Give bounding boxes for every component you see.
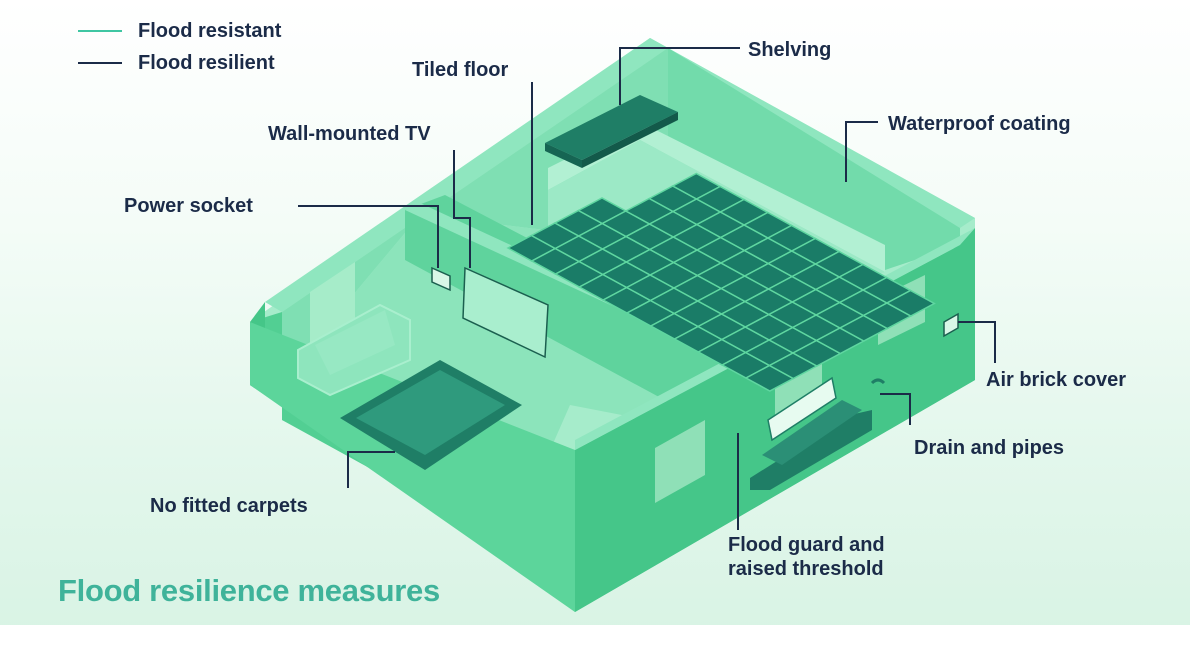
leader-air-brick [958, 321, 996, 363]
legend-label-resilient: Flood resilient [138, 52, 275, 74]
power-socket [431, 266, 451, 292]
label-waterproof-coating: Waterproof coating [888, 113, 1071, 135]
back-wall-top [265, 38, 668, 312]
window-front-1 [655, 420, 705, 503]
shelving-front [545, 143, 582, 168]
shelving-top [545, 95, 678, 160]
drain-pipe [870, 378, 886, 385]
legend-item-resistant: Flood resistant [78, 19, 281, 43]
back-right-wall [668, 48, 960, 270]
leader-no-carpets [347, 451, 395, 488]
label-wall-mounted-tv: Wall-mounted TV [268, 123, 431, 145]
leader-socket [298, 205, 439, 268]
label-no-fitted-carpets: No fitted carpets [150, 495, 308, 517]
label-drain-and-pipes: Drain and pipes [914, 437, 1065, 459]
leader-tv [453, 150, 471, 268]
label-flood-guard: Flood guard and raised threshold [728, 534, 885, 580]
leader-drain [880, 393, 911, 425]
legend-label-resistant: Flood resistant [138, 20, 282, 42]
partition-wall [405, 195, 770, 438]
legend-swatch-resilient [78, 62, 122, 64]
tiled-floor [506, 172, 936, 392]
leader-lines [298, 47, 996, 530]
frame-edge-right [1190, 0, 1200, 645]
sofa [297, 303, 411, 397]
leader-waterproof [845, 121, 878, 182]
legend-swatch-resistant [78, 30, 122, 32]
legend-item-resilient: Flood resilient [78, 51, 275, 75]
leader-shelving [619, 47, 740, 105]
label-power-socket: Power socket [124, 195, 253, 217]
rug-inner [356, 370, 505, 455]
tv [462, 266, 549, 359]
flood-guard [750, 376, 872, 490]
label-shelving: Shelving [748, 39, 832, 61]
label-air-brick-cover: Air brick cover [986, 369, 1127, 391]
diagram-title: Flood resilience measures [58, 573, 440, 608]
frame-edge-bottom [0, 625, 1200, 645]
window-left [310, 262, 355, 350]
shelving-side [582, 112, 678, 168]
label-tiled-floor: Tiled floor [412, 59, 509, 81]
air-brick-cover [943, 312, 959, 338]
floor-tile [885, 289, 936, 317]
